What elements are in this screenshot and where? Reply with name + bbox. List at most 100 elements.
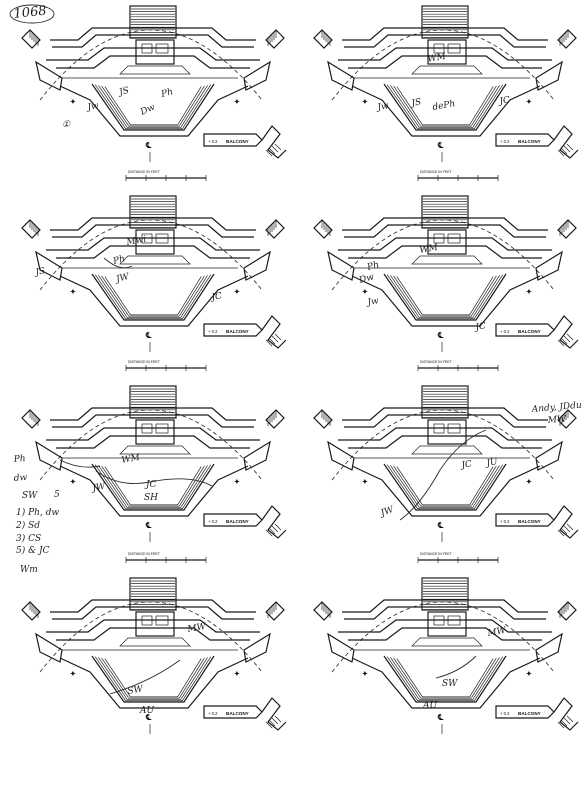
balcony-label: BALCONY xyxy=(226,329,249,334)
centerline-label: ℄ xyxy=(145,331,152,340)
balcony-tag: + 0.2 xyxy=(208,519,218,524)
upper-rail-inner xyxy=(52,414,254,428)
centerline-label: ℄ xyxy=(145,713,152,722)
side-stair xyxy=(313,409,333,429)
seating-bowl xyxy=(91,83,215,131)
left-wing xyxy=(35,250,63,281)
outer-bowl-wall xyxy=(351,275,541,327)
seating-row xyxy=(104,276,202,316)
balcony-box xyxy=(203,705,263,719)
balcony-stair-tread xyxy=(274,143,282,151)
balcony-stair xyxy=(261,505,287,539)
ink-stroke xyxy=(109,659,181,695)
scale-bar-title: DISTANCE IN FEET xyxy=(420,360,453,364)
stair-outline xyxy=(313,601,333,621)
right-wing xyxy=(243,250,271,281)
seating-bowl xyxy=(383,463,507,511)
balcony-tag: + 0.2 xyxy=(500,139,510,144)
stair-outline xyxy=(21,601,41,621)
stage-hatching xyxy=(131,388,175,418)
right-wing xyxy=(535,250,563,281)
mid-rail-inner xyxy=(348,627,542,641)
handwritten-annotation: Dw xyxy=(138,102,157,118)
side-stair xyxy=(557,29,577,49)
left-wing xyxy=(327,632,355,663)
balcony-stair-tread xyxy=(268,147,276,155)
balcony-stair xyxy=(553,125,579,159)
balcony-stair xyxy=(553,315,579,349)
stair-outline xyxy=(21,29,41,49)
handwritten-annotation: Mwi xyxy=(125,235,147,248)
seating-row xyxy=(386,656,504,702)
centerline-label: ℄ xyxy=(437,713,444,722)
seating-bowl xyxy=(383,273,507,321)
booth-desk xyxy=(141,233,153,244)
stage-block xyxy=(129,195,177,229)
seating-bowl xyxy=(383,655,507,703)
centerline-label: ℄ xyxy=(145,141,152,150)
scale-bar-title: DISTANCE IN FEET xyxy=(128,170,161,174)
control-booth xyxy=(427,229,467,255)
left-wing xyxy=(35,440,63,471)
stage-hatching xyxy=(423,580,467,610)
centerline-label: ℄ xyxy=(437,141,444,150)
scale-bar: DISTANCE IN FEET xyxy=(417,552,499,563)
balcony-label: BALCONY xyxy=(226,711,249,716)
upper-rail-inner xyxy=(52,224,254,238)
seating-row xyxy=(393,657,497,699)
stage-hatching xyxy=(131,580,175,610)
side-stair xyxy=(21,29,41,49)
balcony-label: BALCONY xyxy=(518,711,541,716)
booth-platform xyxy=(119,255,191,265)
balcony-stair xyxy=(553,505,579,539)
right-wing xyxy=(535,60,563,91)
upper-rail xyxy=(50,599,256,613)
seating-bowl xyxy=(91,463,215,511)
balcony-box xyxy=(203,133,263,147)
control-booth xyxy=(135,229,175,255)
seating-bowl xyxy=(383,83,507,131)
side-stair xyxy=(265,219,285,239)
ink-arrow xyxy=(95,470,213,487)
seating-row xyxy=(91,273,215,321)
mid-rail-inner xyxy=(348,245,542,259)
upper-rail xyxy=(342,407,548,421)
handwritten-annotation: WM xyxy=(419,243,440,256)
balcony-tag: + 0.2 xyxy=(500,519,510,524)
handwritten-annotation: JW xyxy=(90,482,107,495)
booth-platform xyxy=(411,255,483,265)
booth-platform xyxy=(119,445,191,455)
upper-rail-inner xyxy=(344,414,546,428)
balcony-label: BALCONY xyxy=(518,139,541,144)
balcony-stair-tread xyxy=(268,527,276,535)
seating-row xyxy=(101,465,205,507)
scale-bar-title: DISTANCE IN FEET xyxy=(420,170,453,174)
page-number: 1068 xyxy=(13,4,47,22)
margin-note: dw xyxy=(13,473,28,484)
upper-rail xyxy=(50,407,256,421)
stage-block xyxy=(129,577,177,611)
handwritten-annotation: WM xyxy=(121,453,142,466)
seating-bowl xyxy=(91,655,215,703)
seating-row xyxy=(104,658,202,698)
handwritten-annotation: Jw xyxy=(365,296,380,308)
balcony-label: BALCONY xyxy=(518,519,541,524)
target-mark: ✦ xyxy=(234,288,240,296)
balcony-callout: + 0.2 BALCONY xyxy=(495,505,579,539)
balcony-stair-tread xyxy=(268,719,276,727)
seating-row xyxy=(396,466,494,506)
handwritten-annotation: JU xyxy=(484,457,499,469)
balcony-stair-tread xyxy=(271,525,279,533)
seating-row xyxy=(104,466,202,506)
control-booth xyxy=(427,419,467,445)
booth-desk xyxy=(141,423,153,434)
ink-stroke xyxy=(59,459,101,468)
stair-outline xyxy=(313,29,333,49)
stair-outline xyxy=(557,409,577,429)
balcony-stair-tread xyxy=(563,335,571,343)
